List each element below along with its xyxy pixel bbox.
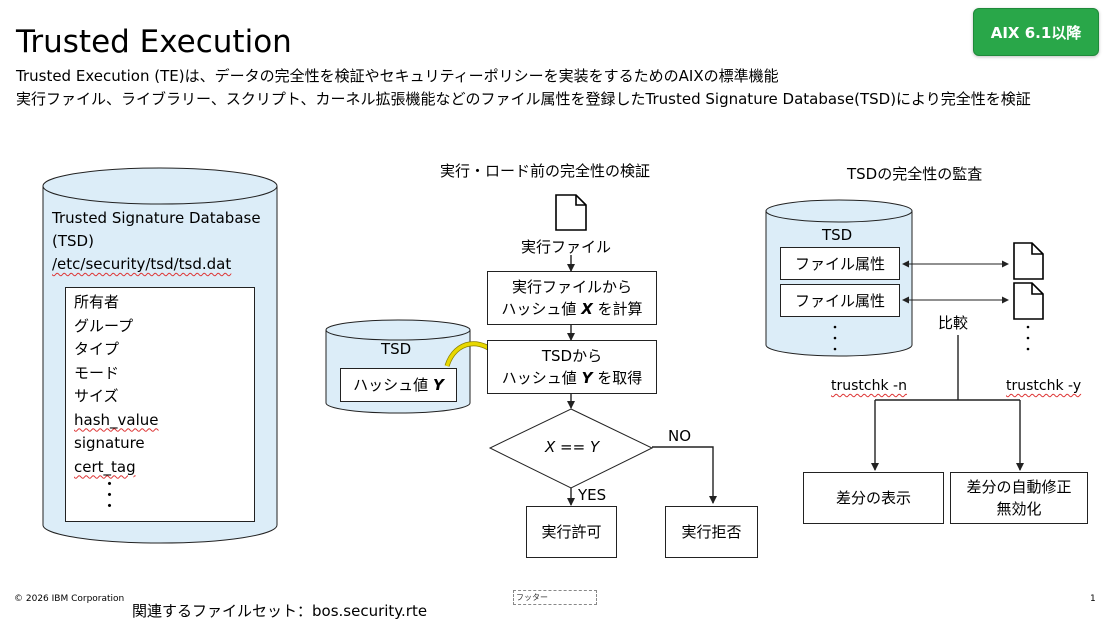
deny-execution-box: 実行拒否 (665, 506, 758, 558)
trustchk-n-label: trustchk -n (831, 378, 907, 394)
arrow-no (652, 446, 717, 504)
version-badge: AIX 6.1以降 (973, 8, 1099, 56)
file-attribute-box: ファイル属性 (780, 284, 900, 317)
decision-label: X == Y (545, 438, 600, 456)
document-icon (1013, 242, 1044, 280)
no-label: NO (668, 427, 692, 445)
description-line-2: 実行ファイル、ライブラリー、スクリプト、カーネル拡張機能などのファイル属性を登録… (16, 90, 1031, 108)
attribute-item: タイプ (74, 340, 120, 358)
tsd-hash-y-box: ハッシュ値 Y (340, 368, 457, 402)
copyright: © 2026 IBM Corporation (14, 594, 125, 604)
audit-tsd-label: TSD (822, 226, 853, 244)
auto-fix-box: 差分の自動修正 無効化 (950, 472, 1088, 524)
attribute-item: hash_value (74, 410, 159, 429)
attribute-more-dots: ・・・ (102, 475, 118, 515)
audit-heading: TSDの完全性の監査 (847, 165, 983, 183)
attribute-item: サイズ (74, 387, 119, 405)
footer-placeholder: フッター (513, 590, 597, 605)
compare-label: 比較 (938, 314, 969, 332)
yes-label: YES (578, 486, 607, 504)
attribute-item: モード (74, 363, 120, 382)
tsd-database-name: Trusted Signature Database (52, 209, 261, 227)
trustchk-y-label: trustchk -y (1006, 378, 1082, 394)
attribute-item: cert_tag (74, 457, 136, 476)
document-icon (555, 194, 587, 231)
allow-execution-box: 実行許可 (526, 506, 617, 558)
attribute-item: signature (74, 434, 145, 452)
compute-hash-box: 実行ファイルから ハッシュ値 X を計算 (487, 271, 657, 325)
tsd-database-label: Trusted Signature Database (TSD) /etc/se… (52, 207, 267, 276)
page-title: Trusted Execution (16, 24, 292, 60)
related-fileset: 関連するファイルセット：bos.security.rte (132, 602, 428, 620)
decision-diamond (488, 408, 654, 489)
file-attribute-box: ファイル属性 (780, 247, 900, 280)
document-icon (1013, 282, 1044, 320)
description-line-1: Trusted Execution (TE)は、データの完全性を検証やセキュリテ… (16, 67, 779, 85)
executable-file-label: 実行ファイル (521, 238, 612, 256)
tsd-database-abbr: (TSD) (52, 232, 94, 250)
flow-heading: 実行・ロード前の完全性の検証 (440, 162, 651, 180)
continuation-dots (833, 325, 1030, 351)
tsd-database-path: /etc/security/tsd/tsd.dat (52, 255, 232, 273)
tsd-attribute-list: 所有者 グループ タイプ モード サイズ hash_value signatur… (65, 287, 255, 522)
flow-tsd-label: TSD (381, 340, 412, 358)
attribute-item: 所有者 (74, 293, 120, 311)
get-hash-box: TSDから ハッシュ値 Y を取得 (487, 340, 657, 394)
show-diff-box: 差分の表示 (803, 472, 944, 524)
attribute-item: グループ (74, 316, 134, 335)
page-number: 1 (1090, 594, 1096, 604)
